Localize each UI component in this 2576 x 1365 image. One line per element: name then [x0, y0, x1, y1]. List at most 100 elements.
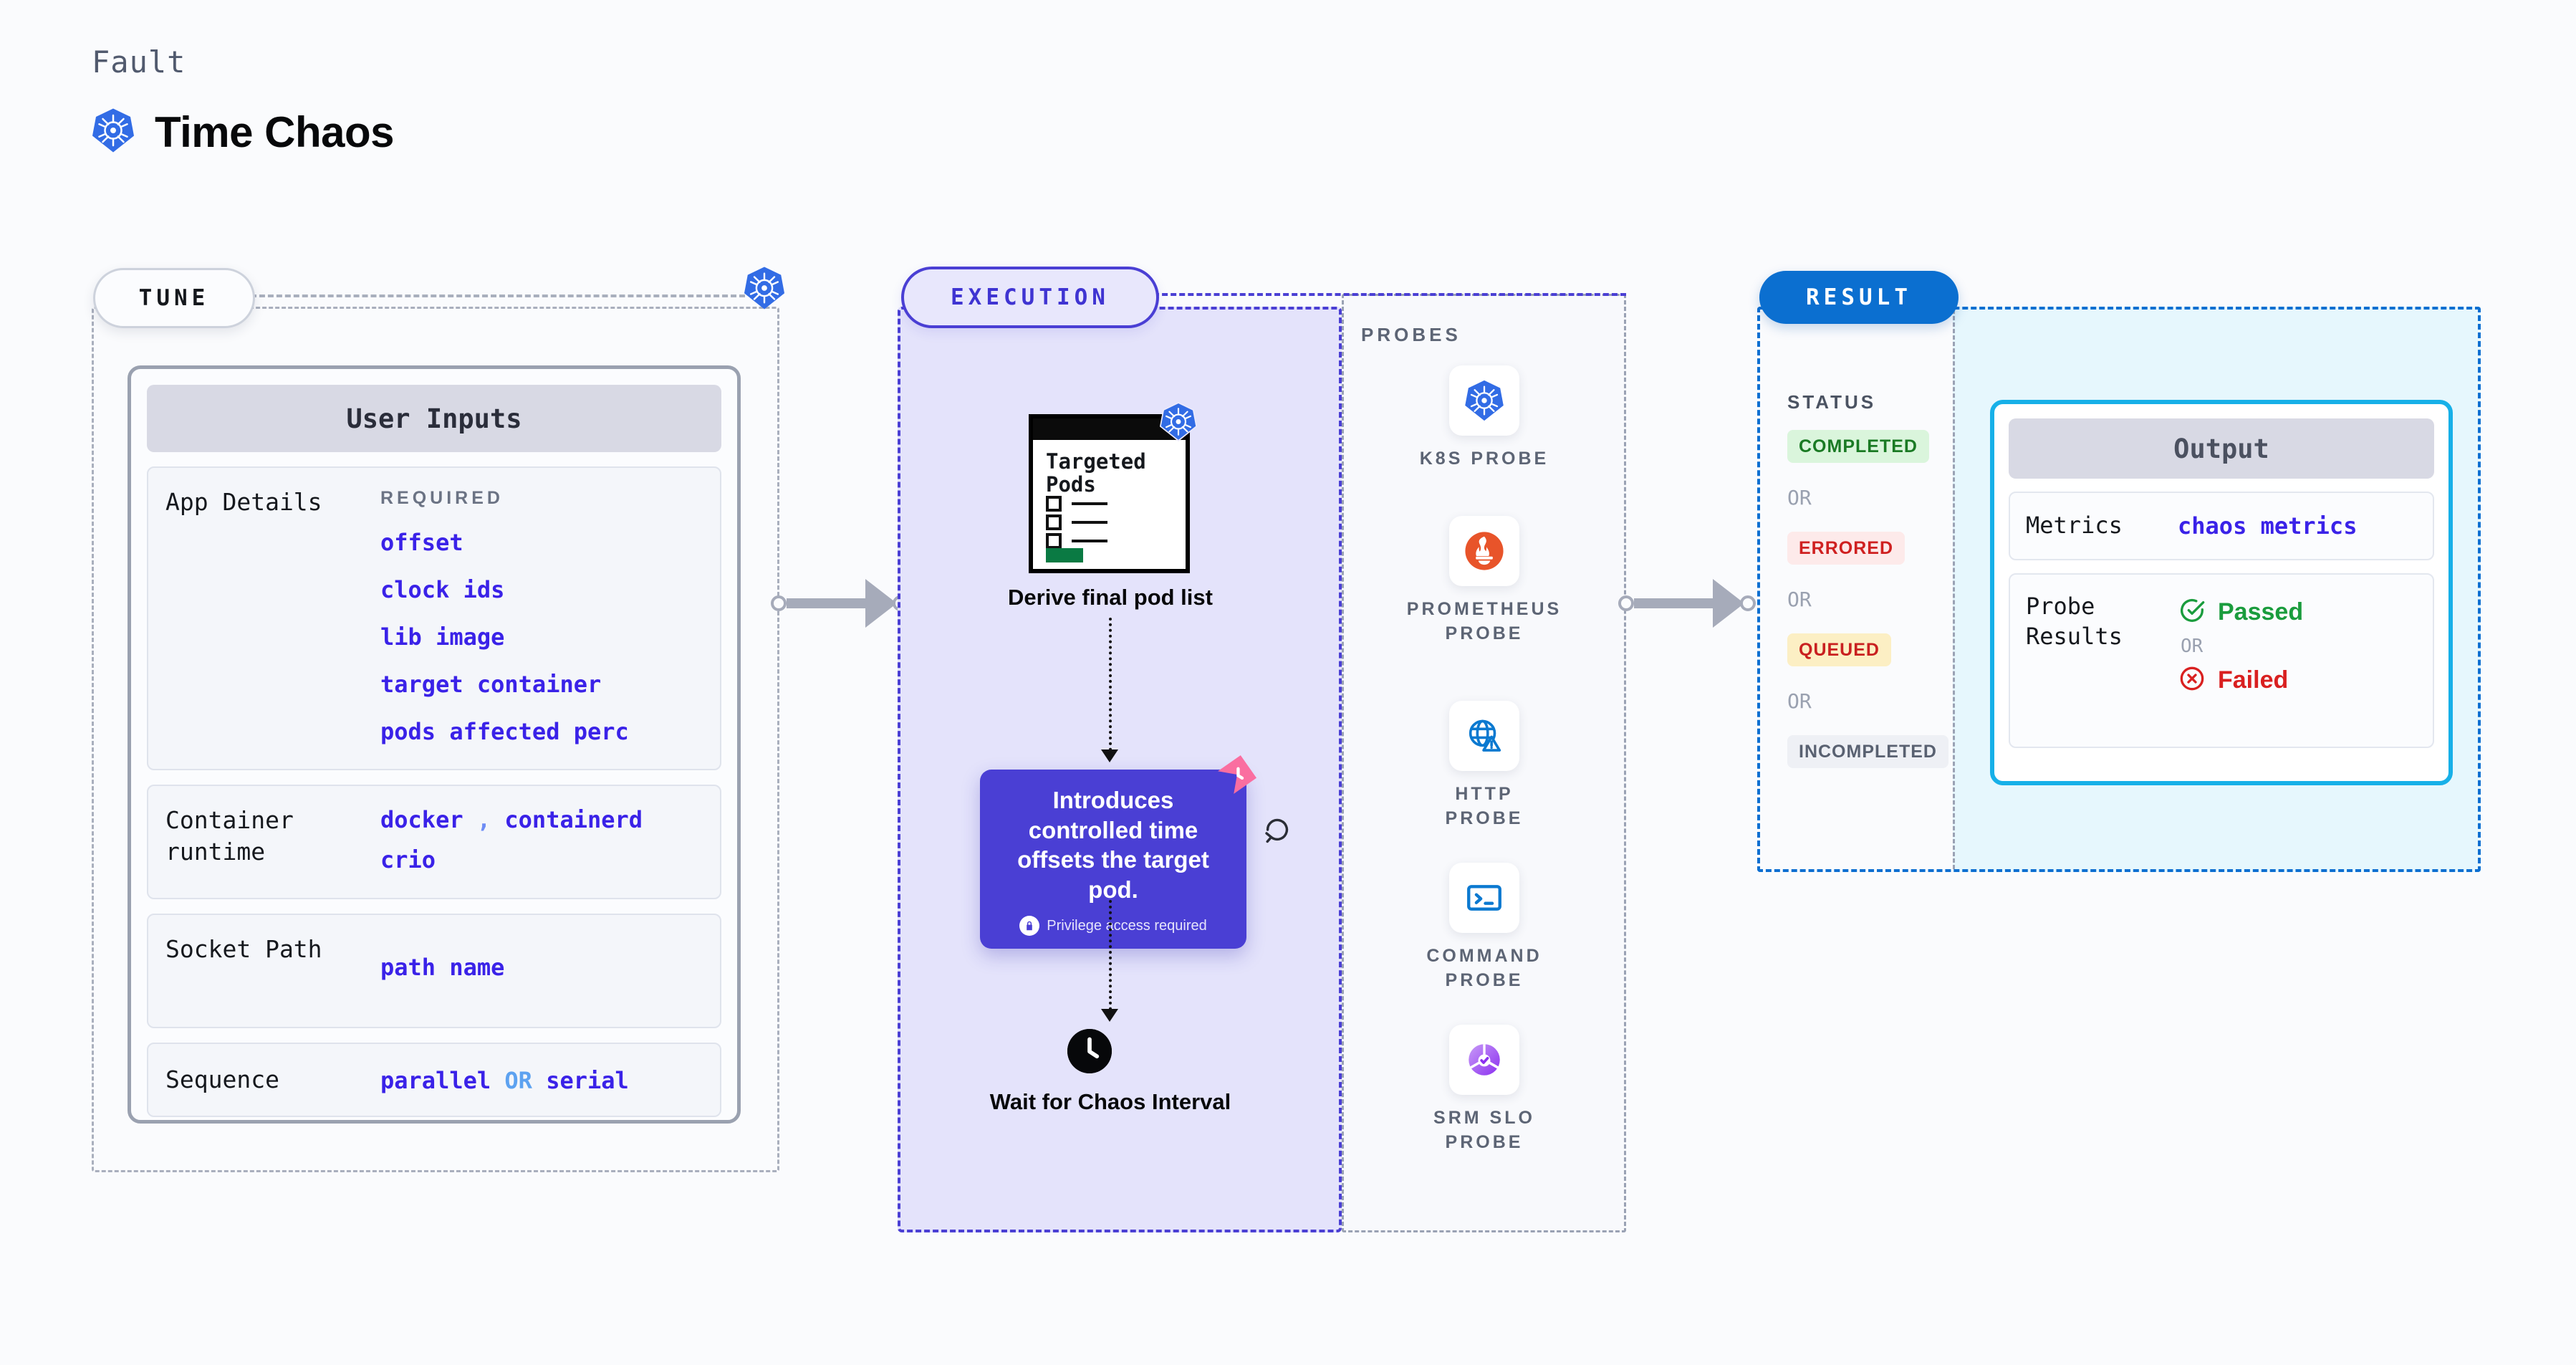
probe-label: HTTP PROBE: [1445, 784, 1524, 828]
value-runtime-crio[interactable]: crio: [380, 846, 436, 873]
probe-srm-slo[interactable]: SRM SLO PROBE: [1413, 1025, 1556, 1155]
probe-result-failed: Failed: [2178, 664, 2303, 696]
user-inputs-title: User Inputs: [147, 385, 721, 452]
value-sequence[interactable]: parallel OR serial: [380, 1067, 629, 1094]
clock-icon: [1067, 1029, 1112, 1073]
result-badge[interactable]: RESULT: [1759, 271, 1959, 324]
targeted-pods-card: Targeted Pods: [1029, 402, 1198, 573]
clock-badge-icon: [1216, 754, 1258, 795]
probe-prometheus[interactable]: PROMETHEUS PROBE: [1407, 516, 1559, 646]
tune-badge[interactable]: TUNE: [93, 268, 255, 328]
output-row-probe-results: Probe Results Passed OR Failed: [2009, 573, 2434, 748]
value-path-name[interactable]: path name: [380, 954, 505, 981]
connector-line: [787, 598, 865, 608]
kubernetes-icon: [744, 265, 785, 315]
result-panel: [1757, 307, 2481, 872]
privilege-note-text: Privilege access required: [1047, 917, 1207, 934]
list-line: [1072, 521, 1107, 524]
execution-badge[interactable]: EXECUTION: [901, 267, 1159, 328]
row-label: Sequence: [165, 1065, 279, 1094]
tune-connector-line: [251, 294, 745, 297]
input-row-sequence: Sequence parallel OR serial: [147, 1043, 721, 1117]
passed-label: Passed: [2218, 598, 2304, 626]
derive-pod-list-label: Derive final pod list: [1008, 585, 1213, 610]
connector-execution-to-result: [1618, 579, 1756, 628]
row-label: Metrics: [2026, 512, 2123, 540]
loop-icon[interactable]: [1261, 813, 1294, 850]
page-title: Time Chaos: [155, 108, 395, 156]
probe-result-passed: Passed: [2178, 596, 2303, 628]
pods-checkbox-row: [1046, 496, 1107, 512]
connector-endpoint: [771, 595, 787, 611]
list-line: [1072, 540, 1107, 542]
globe-warning-icon: [1449, 701, 1519, 771]
fault-kicker: Fault: [92, 44, 186, 80]
checkbox-icon[interactable]: [1046, 496, 1062, 512]
progress-bar: [1046, 548, 1083, 562]
connector-tune-to-execution: [771, 579, 908, 628]
list-line: [1072, 502, 1107, 505]
probe-k8s[interactable]: K8S PROBE: [1413, 365, 1556, 471]
value-offset[interactable]: offset: [380, 529, 463, 556]
checkbox-icon[interactable]: [1046, 514, 1062, 530]
input-row-socket-path: Socket Path path name: [147, 914, 721, 1028]
value-clock-ids[interactable]: clock ids: [380, 576, 505, 603]
status-badge-errored: ERRORED: [1787, 532, 1905, 565]
or-label: OR: [1787, 588, 1812, 611]
connector-arrowhead: [1713, 579, 1744, 628]
output-card: Output Metrics chaos metrics Probe Resul…: [1990, 400, 2453, 785]
terminal-icon: [1449, 863, 1519, 933]
probe-label: PROMETHEUS PROBE: [1406, 599, 1562, 643]
lock-icon: [1019, 916, 1040, 937]
execution-connector-line: [1153, 293, 1626, 296]
flow-connector-1: [1109, 618, 1112, 751]
value-lib-image[interactable]: lib image: [380, 623, 505, 651]
status-badge-completed: COMPLETED: [1787, 430, 1929, 463]
connector-endpoint: [1618, 595, 1634, 611]
flow-connector-2: [1109, 900, 1112, 1010]
flow-arrowhead-2: [1101, 1009, 1118, 1022]
kubernetes-icon: [1449, 365, 1519, 436]
value-runtime-line1[interactable]: docker , containerd: [380, 806, 643, 833]
user-inputs-card: User Inputs App Details REQUIRED offset …: [128, 365, 741, 1124]
connector-line: [1634, 598, 1713, 608]
output-row-metrics: Metrics chaos metrics: [2009, 492, 2434, 560]
pods-checkbox-row: [1046, 514, 1107, 530]
output-title: Output: [2009, 418, 2434, 479]
kubernetes-icon: [1159, 401, 1198, 446]
probe-label: K8S PROBE: [1419, 449, 1549, 469]
tune-panel: [92, 307, 779, 1172]
probe-command[interactable]: COMMAND PROBE: [1413, 863, 1556, 993]
tooltip-text: Introduces controlled time offsets the t…: [1017, 787, 1209, 903]
x-circle-icon: [2178, 664, 2206, 696]
page-header: Fault Time Chaos: [92, 44, 395, 158]
checkbox-icon[interactable]: [1046, 533, 1062, 549]
flow-arrowhead-1: [1101, 749, 1118, 762]
connector-arrowhead: [865, 579, 897, 628]
probe-label: COMMAND PROBE: [1426, 946, 1542, 990]
required-label: REQUIRED: [380, 488, 504, 508]
row-label: Socket Path: [165, 935, 322, 963]
pods-checkbox-row: [1046, 533, 1107, 549]
srm-slo-icon: [1449, 1025, 1519, 1095]
value-chaos-metrics[interactable]: chaos metrics: [2178, 512, 2358, 540]
fault-title-row: Time Chaos: [92, 107, 395, 158]
value-pods-affected-perc[interactable]: pods affected perc: [380, 718, 629, 745]
prometheus-icon: [1449, 516, 1519, 586]
wait-interval-label: Wait for Chaos Interval: [989, 1089, 1231, 1114]
failed-label: Failed: [2218, 666, 2289, 694]
input-row-app-details: App Details REQUIRED offset clock ids li…: [147, 466, 721, 770]
privilege-note: Privilege access required: [994, 916, 1232, 937]
or-label: OR: [1787, 689, 1812, 713]
row-label: Container runtime: [165, 806, 294, 866]
probe-http[interactable]: HTTP PROBE: [1413, 701, 1556, 831]
status-badge-queued: QUEUED: [1787, 633, 1891, 666]
status-badge-incompleted: INCOMPLETED: [1787, 735, 1948, 768]
probes-section-label: PROBES: [1361, 324, 1461, 345]
value-target-container[interactable]: target container: [380, 671, 602, 698]
pods-card-body: Targeted Pods: [1029, 414, 1190, 573]
check-circle-icon: [2178, 596, 2206, 628]
probe-label: SRM SLO PROBE: [1433, 1108, 1535, 1152]
fault-description-tooltip: Introduces controlled time offsets the t…: [980, 755, 1256, 949]
pods-card-title: Targeted Pods: [1046, 449, 1146, 497]
